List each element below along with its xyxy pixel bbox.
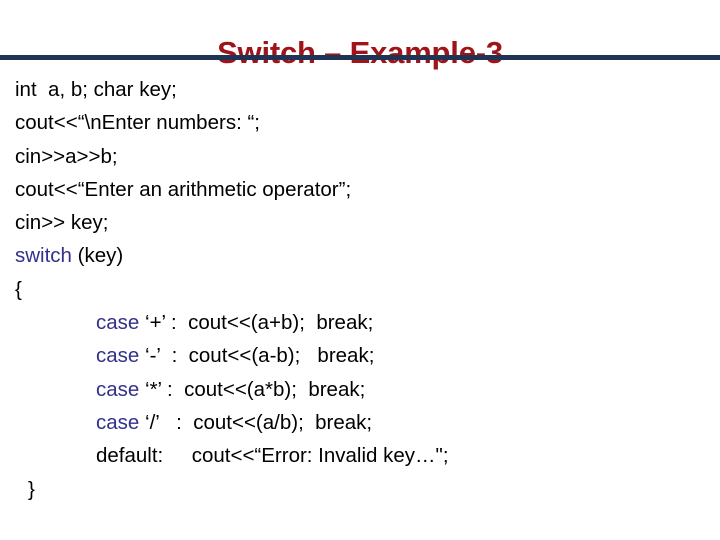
code-text: ‘+’ : cout<<(a+b); break; [139,311,374,335]
code-keyword: case [96,377,140,401]
code-line: default: cout<<“Error: Invalid key…"; [0,439,720,472]
code-text: cout<<“Enter an arithmetic operator”; [15,177,352,201]
code-text: } [28,477,35,501]
code-text: { [15,277,22,301]
code-line: case ‘-’ : cout<<(a-b); break; [0,339,720,372]
code-text: int a, b; char key; [15,78,177,101]
code-line: cin>>a>>b; [0,140,720,173]
code-text: default: cout<<“Error: Invalid key…"; [96,444,449,468]
code-block: int a, b; char key; cout<<“\nEnter number… [0,73,720,506]
code-keyword: case [96,344,140,368]
code-line: cout<<“Enter an arithmetic operator”; [0,173,720,206]
page-title: Switch – Example-3 [217,34,503,70]
code-line: case ‘*’ : cout<<(a*b); break; [0,373,720,406]
code-keyword: case [96,410,140,434]
code-line: } [0,473,720,506]
code-line: switch (key) [0,239,720,272]
code-keyword: switch [15,244,72,268]
code-line: { [0,273,720,306]
code-keyword: case [96,311,140,335]
code-line: case ‘+’ : cout<<(a+b); break; [0,306,720,339]
code-line: int a, b; char key; [0,73,720,106]
code-text: ‘-’ : cout<<(a-b); break; [139,344,375,368]
code-line: cin>> key; [0,206,720,239]
code-text: cin>> key; [15,211,109,235]
code-line: cout<<“\nEnter numbers: “; [0,106,720,139]
code-text: (key) [71,244,124,268]
code-text: cin>>a>>b; [15,144,118,168]
code-line: case ‘/’ : cout<<(a/b); break; [0,406,720,439]
code-text: cout<<“\nEnter numbers: “; [15,111,260,135]
code-text: ‘/’ : cout<<(a/b); break; [139,410,373,434]
code-text: ‘*’ : cout<<(a*b); break; [139,377,366,401]
title-divider [0,55,720,60]
